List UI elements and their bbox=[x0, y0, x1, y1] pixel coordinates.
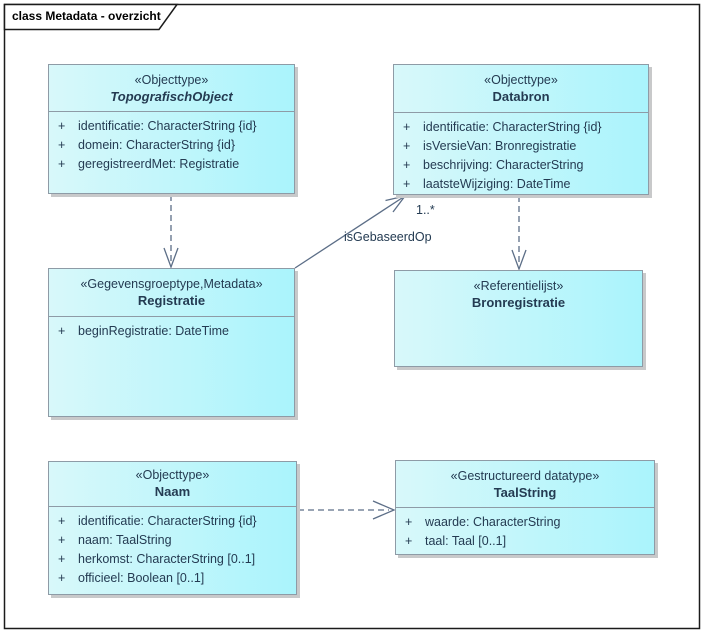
open-arrowhead-upright-icon bbox=[385, 194, 407, 213]
attribute-text: isVersieVan: Bronregistratie bbox=[423, 139, 577, 153]
attribute-visibility: + bbox=[403, 139, 411, 153]
stereotype-label: «Referentielijst» bbox=[473, 279, 564, 293]
attribute-text: geregistreerdMet: Registratie bbox=[78, 157, 240, 171]
class-header: «Objecttype» Databron bbox=[394, 65, 648, 113]
attribute-text: laatsteWijziging: DateTime bbox=[423, 177, 571, 191]
attribute-visibility: + bbox=[403, 120, 411, 134]
class-header: «Gestructureerd datatype» TaalString bbox=[396, 461, 654, 508]
class-name: TopografischObject bbox=[110, 89, 233, 104]
open-arrowhead-right-icon bbox=[372, 500, 396, 520]
class-header: «Gegevensgroeptype,Metadata» Registratie bbox=[49, 269, 294, 317]
attribute-visibility: + bbox=[58, 571, 66, 585]
attribute-text: beginRegistratie: DateTime bbox=[78, 324, 229, 338]
attribute-row: + taal: Taal [0..1] bbox=[396, 532, 654, 551]
class-header: «Referentielijst» Bronregistratie bbox=[395, 271, 642, 321]
attribute-row: + beginRegistratie: DateTime bbox=[49, 322, 294, 341]
stereotype-label: «Objecttype» bbox=[484, 73, 558, 87]
association-connector-registratie-databron[interactable] bbox=[294, 194, 407, 269]
class-header: «Objecttype» TopografischObject bbox=[49, 65, 294, 112]
class-box-registratie[interactable]: «Gegevensgroeptype,Metadata» Registratie… bbox=[48, 268, 295, 417]
attribute-visibility: + bbox=[403, 158, 411, 172]
class-name: Databron bbox=[492, 89, 550, 104]
attribute-row: + identificatie: CharacterString {id} bbox=[394, 118, 648, 137]
attribute-row: + waarde: CharacterString bbox=[396, 513, 654, 532]
class-name: TaalString bbox=[493, 485, 557, 500]
attribute-visibility: + bbox=[405, 534, 413, 548]
attributes-compartment: + waarde: CharacterString + taal: Taal [… bbox=[396, 508, 654, 551]
open-arrowhead-down-icon bbox=[511, 249, 527, 271]
attribute-visibility: + bbox=[58, 157, 66, 171]
attribute-row: + beschrijving: CharacterString bbox=[394, 156, 648, 175]
class-name: Naam bbox=[154, 484, 191, 499]
attribute-visibility: + bbox=[405, 515, 413, 529]
class-box-naam[interactable]: «Objecttype» Naam + identificatie: Chara… bbox=[48, 461, 297, 595]
stereotype-label: «Gestructureerd datatype» bbox=[450, 469, 600, 483]
association-name-label: isGebaseerdOp bbox=[344, 230, 432, 244]
diagram-tab-shape bbox=[3, 3, 179, 31]
attributes-compartment: + beginRegistratie: DateTime bbox=[49, 317, 294, 341]
class-name: Registratie bbox=[137, 293, 206, 308]
attribute-text: identificatie: CharacterString {id} bbox=[423, 120, 602, 134]
attribute-text: waarde: CharacterString bbox=[425, 515, 561, 529]
class-box-databron[interactable]: «Objecttype» Databron + identificatie: C… bbox=[393, 64, 649, 195]
attribute-row: + identificatie: CharacterString {id} bbox=[49, 512, 296, 531]
attribute-text: identificatie: CharacterString {id} bbox=[78, 119, 257, 133]
attributes-compartment: + identificatie: CharacterString {id} + … bbox=[49, 112, 294, 174]
attribute-row: + herkomst: CharacterString [0..1] bbox=[49, 550, 296, 569]
attributes-compartment: + identificatie: CharacterString {id} + … bbox=[394, 113, 648, 194]
dependency-connector-naam-taalstring[interactable] bbox=[298, 500, 396, 520]
attribute-row: + naam: TaalString bbox=[49, 531, 296, 550]
attribute-visibility: + bbox=[58, 533, 66, 547]
attribute-visibility: + bbox=[58, 552, 66, 566]
attribute-visibility: + bbox=[58, 324, 66, 338]
attribute-visibility: + bbox=[58, 514, 66, 528]
stereotype-label: «Gegevensgroeptype,Metadata» bbox=[80, 277, 263, 291]
dependency-connector-topografischobject-registratie[interactable] bbox=[163, 195, 179, 269]
class-name: Bronregistratie bbox=[471, 295, 566, 310]
attributes-compartment: + identificatie: CharacterString {id} + … bbox=[49, 507, 296, 588]
open-arrowhead-down-icon bbox=[163, 247, 179, 269]
class-box-bronregistratie[interactable]: «Referentielijst» Bronregistratie bbox=[394, 270, 643, 367]
attribute-row: + officieel: Boolean [0..1] bbox=[49, 569, 296, 588]
attribute-visibility: + bbox=[58, 119, 66, 133]
class-box-taalstring[interactable]: «Gestructureerd datatype» TaalString + w… bbox=[395, 460, 655, 555]
attribute-visibility: + bbox=[403, 177, 411, 191]
attribute-text: identificatie: CharacterString {id} bbox=[78, 514, 257, 528]
attribute-text: officieel: Boolean [0..1] bbox=[78, 571, 205, 585]
attribute-row: + laatsteWijziging: DateTime bbox=[394, 175, 648, 194]
attribute-row: + identificatie: CharacterString {id} bbox=[49, 117, 294, 136]
stereotype-label: «Objecttype» bbox=[134, 73, 209, 87]
attribute-row: + geregistreerdMet: Registratie bbox=[49, 155, 294, 174]
class-header: «Objecttype» Naam bbox=[49, 462, 296, 507]
attribute-visibility: + bbox=[58, 138, 66, 152]
stereotype-label: «Objecttype» bbox=[135, 468, 210, 482]
association-multiplicity-label: 1..* bbox=[416, 203, 435, 217]
attribute-text: beschrijving: CharacterString bbox=[423, 158, 584, 172]
dependency-connector-databron-bronregistratie[interactable] bbox=[511, 196, 527, 271]
class-box-topografischobject[interactable]: «Objecttype» TopografischObject + identi… bbox=[48, 64, 295, 194]
attribute-text: taal: Taal [0..1] bbox=[425, 534, 507, 548]
diagram-title: class Metadata - overzicht bbox=[12, 9, 161, 23]
attribute-text: domein: CharacterString {id} bbox=[78, 138, 236, 152]
attribute-text: herkomst: CharacterString [0..1] bbox=[78, 552, 256, 566]
diagram-frame-border bbox=[3, 3, 701, 630]
attribute-row: + isVersieVan: Bronregistratie bbox=[394, 137, 648, 156]
attribute-text: naam: TaalString bbox=[78, 533, 172, 547]
attribute-row: + domein: CharacterString {id} bbox=[49, 136, 294, 155]
